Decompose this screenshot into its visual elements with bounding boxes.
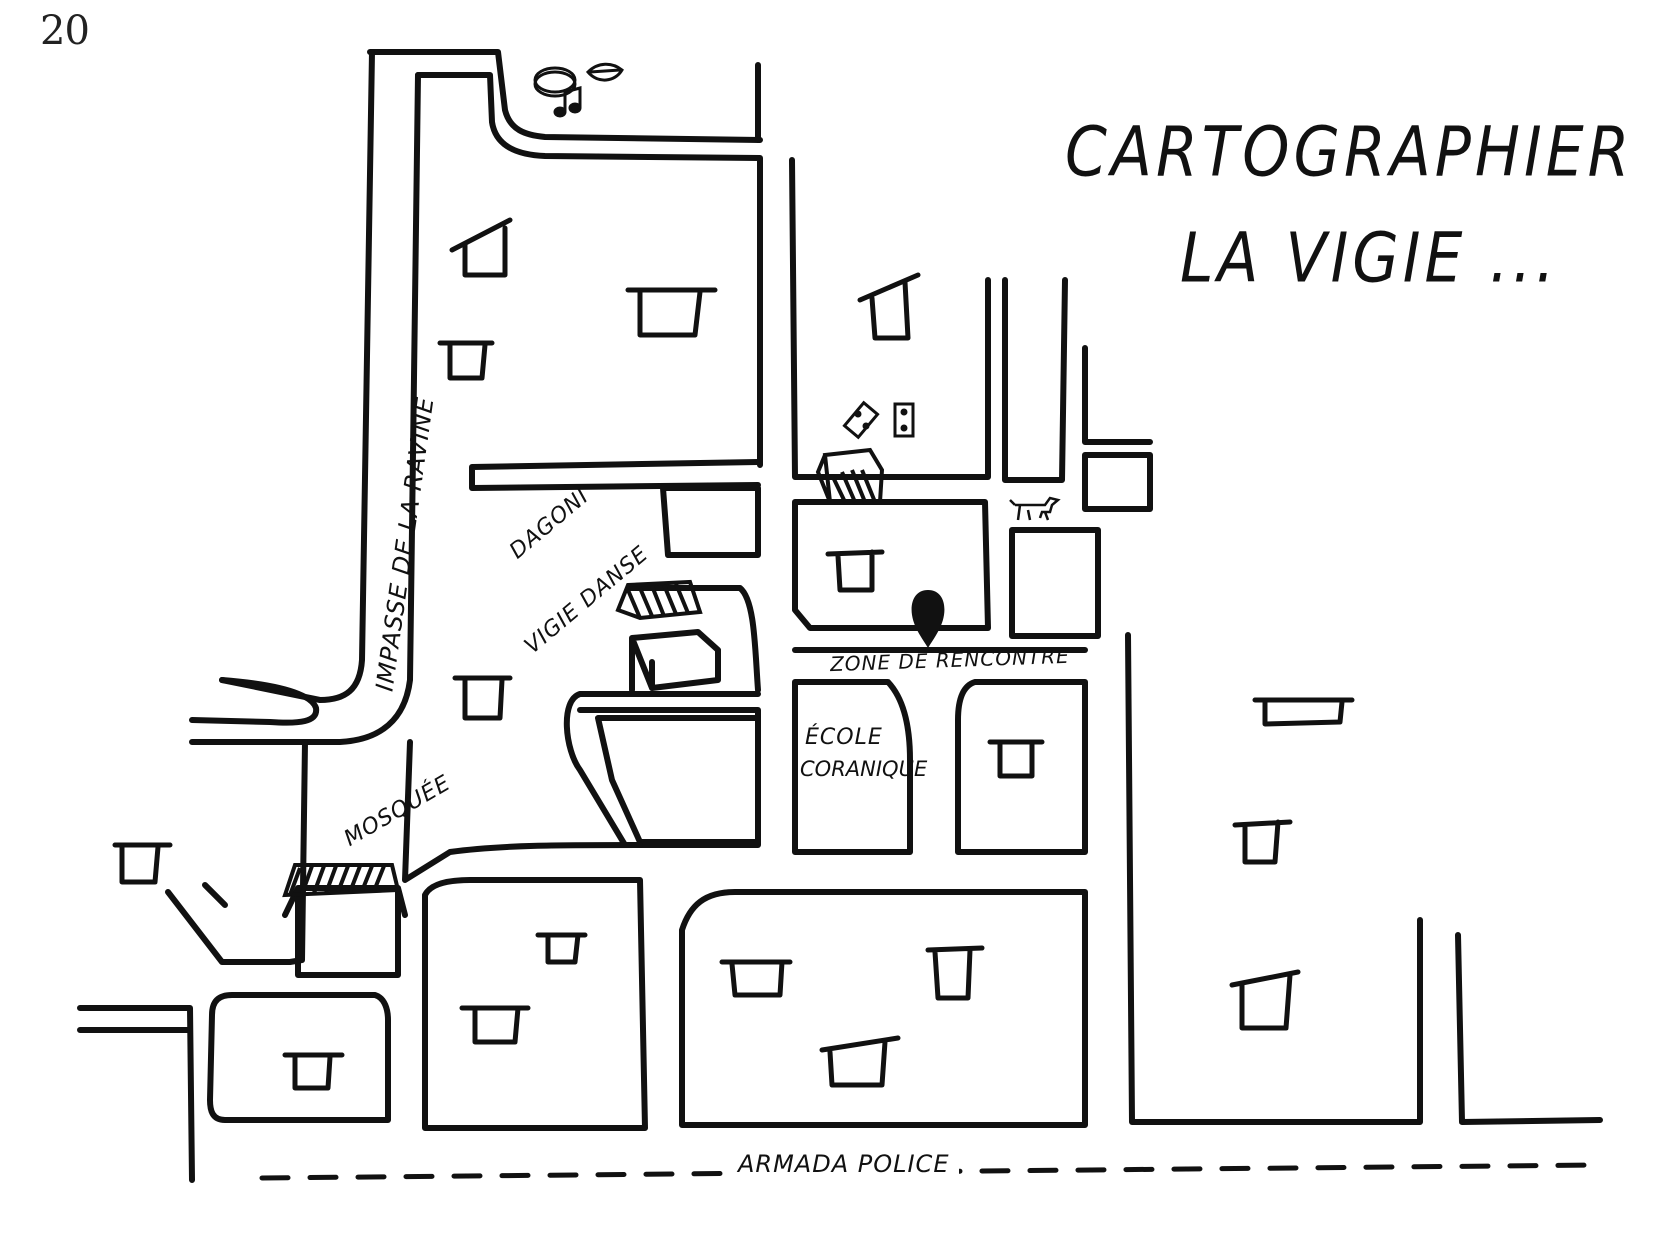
- pergola-icon: [815, 447, 885, 504]
- road-impasse-outer: [367, 49, 763, 143]
- pergola-icons: [282, 447, 885, 898]
- pergola-icon: [282, 863, 401, 898]
- house-3: [437, 340, 495, 381]
- block-zone-left: [792, 499, 991, 631]
- road-zone-bottom: [577, 585, 761, 697]
- block-west-upper: [660, 485, 761, 558]
- road-impasse-left: [219, 49, 375, 703]
- block-east-mid: [955, 679, 1088, 855]
- house-4: [857, 272, 921, 341]
- building-dagoni: [629, 629, 721, 693]
- block-small-right: [1082, 452, 1153, 512]
- house-17: [282, 1052, 345, 1091]
- house-11: [112, 842, 173, 885]
- road-armada-police: [259, 1162, 1603, 1181]
- location-pin-icon: [911, 590, 945, 648]
- road-middle-vertical-3: [1082, 345, 1153, 445]
- house-5: [825, 549, 885, 593]
- place-label-coranique: CORANIQUE: [800, 757, 928, 781]
- road-east-right: [1455, 932, 1603, 1125]
- house-2: [625, 287, 718, 338]
- house-8: [1252, 697, 1355, 727]
- block-southwest: [207, 992, 391, 1123]
- block-mosquee-area: [402, 739, 643, 883]
- goat-icon: [1009, 496, 1061, 521]
- road-impasse-right: [189, 72, 421, 745]
- house-1: [449, 217, 513, 278]
- block-ecole: [792, 679, 913, 855]
- road-central-upper: [469, 459, 761, 491]
- road-middle-vertical-2: [1002, 277, 1068, 483]
- house-15: [925, 945, 985, 1001]
- road-west-stub: [202, 882, 228, 908]
- lips-icon: [585, 62, 624, 82]
- house-13: [459, 1005, 531, 1045]
- block-south-2: [679, 889, 1088, 1128]
- pergola-icon: [615, 579, 703, 621]
- houses: [112, 217, 1355, 1091]
- page-number: 20: [40, 8, 90, 54]
- road-loop-west: [189, 677, 320, 726]
- block-south-1: [422, 877, 648, 1131]
- road-west-vertical: [165, 739, 308, 965]
- disc-icon: [533, 66, 577, 98]
- house-16: [819, 1035, 901, 1088]
- place-label-ecole: ÉCOLE: [805, 725, 883, 750]
- house-12: [535, 932, 588, 965]
- street-label-armada-police: ARMADA POLICE: [728, 1150, 960, 1178]
- house-14: [719, 959, 793, 998]
- house-9: [1232, 819, 1293, 865]
- road-impasse-inner: [415, 72, 763, 468]
- road-middle-vertical: [789, 157, 991, 480]
- map-title-line-1: CARTOGRAPHIER: [1065, 112, 1634, 193]
- house-6: [452, 675, 513, 721]
- house-10: [1229, 969, 1301, 1031]
- road-southwest: [77, 1005, 195, 1183]
- domino-icon: [842, 400, 915, 440]
- block-dagoni-inner: [595, 715, 761, 845]
- map-title-line-2: LA VIGIE ...: [1180, 218, 1559, 299]
- house-7: [987, 739, 1045, 779]
- block-east-large: [1125, 632, 1423, 1125]
- block-zone-right: [1009, 527, 1101, 639]
